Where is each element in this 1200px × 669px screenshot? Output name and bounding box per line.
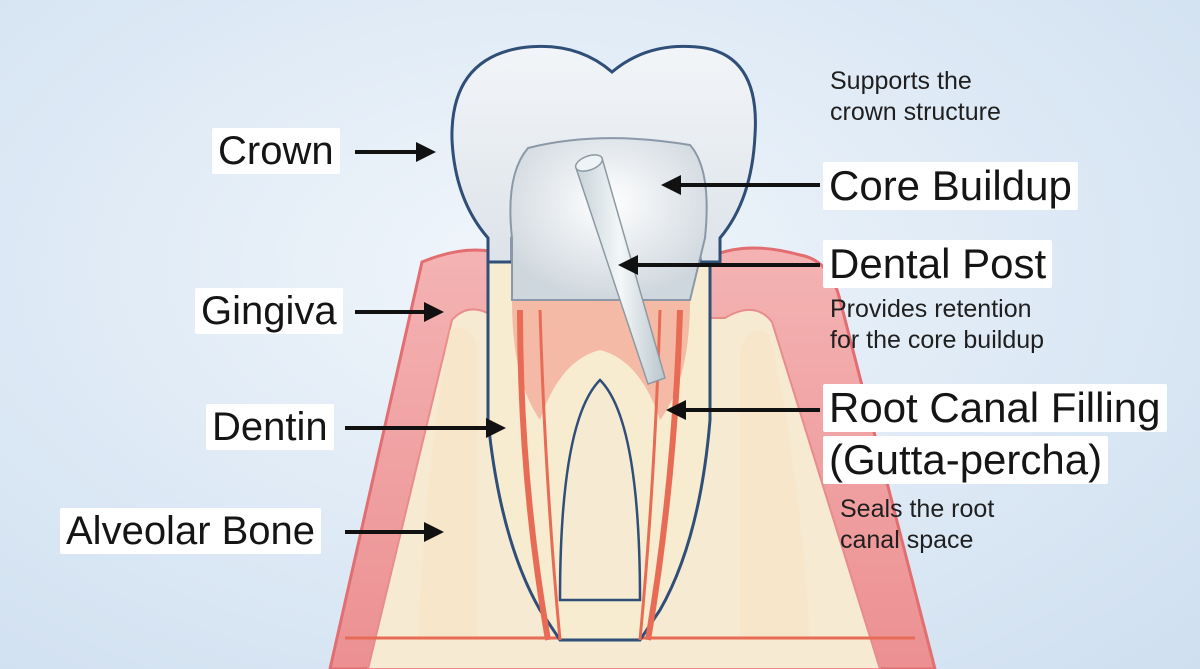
gutta-percha-label: (Gutta-percha) <box>823 436 1109 484</box>
dental-post-label: Dental Post <box>823 240 1053 288</box>
post-retention-note: Provides retention for the core buildup <box>830 295 1045 354</box>
crown-label: Crown <box>212 128 340 174</box>
alveolar-bone-label: Alveolar Bone <box>60 508 322 554</box>
canal-filling-left-2 <box>538 309 562 641</box>
root-canal-filling-label: Root Canal Filling <box>823 384 1167 432</box>
root-bifurcation <box>558 378 642 602</box>
bone-socket-right <box>740 330 810 640</box>
crown-support-note: Supports the crown structure <box>830 67 1001 126</box>
core-buildup-label: Core Buildup <box>823 162 1078 210</box>
bone-socket-left <box>418 327 478 640</box>
canal-filling-right <box>645 309 683 641</box>
canal-filling-left <box>517 309 551 641</box>
canal-seal-note: Seals the root canal space <box>840 495 995 554</box>
gingiva-label: Gingiva <box>195 288 343 334</box>
dentin-label: Dentin <box>206 404 334 450</box>
